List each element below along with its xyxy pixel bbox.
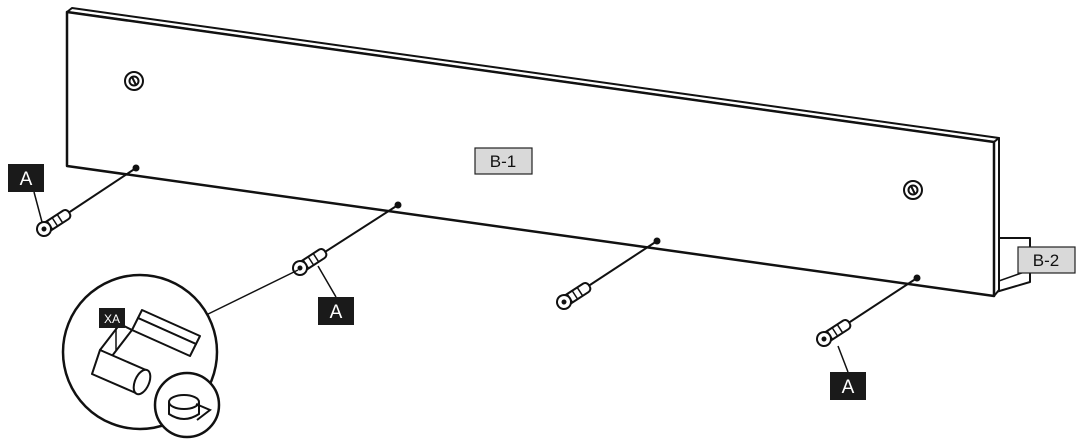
hex-key-detail: XA (61, 273, 221, 439)
svg-text:A: A (20, 169, 33, 190)
screw-a-2 (292, 248, 328, 276)
hex-key-icon (91, 309, 201, 396)
label-a-middle: A (318, 297, 354, 325)
svg-text:A: A (330, 302, 343, 323)
svg-text:XA: XA (104, 312, 120, 326)
cam-lock-icon (903, 180, 923, 200)
rotate-icon (153, 371, 221, 439)
xa-badge: XA (99, 308, 125, 328)
cam-lock-icon (124, 71, 144, 91)
main-board-b1 (65, 7, 1000, 298)
screw-a-4 (816, 319, 852, 347)
label-a-left: A (8, 164, 44, 192)
label-b1: B-1 (474, 147, 533, 175)
svg-text:B-2: B-2 (1033, 251, 1059, 270)
screw-a-1 (36, 209, 72, 237)
label-b2: B-2 (1017, 246, 1076, 274)
svg-text:B-1: B-1 (490, 152, 516, 171)
label-leaders (33, 191, 849, 373)
screw-a-3 (556, 282, 592, 310)
svg-text:A: A (842, 377, 855, 398)
label-a-right: A (830, 372, 866, 400)
